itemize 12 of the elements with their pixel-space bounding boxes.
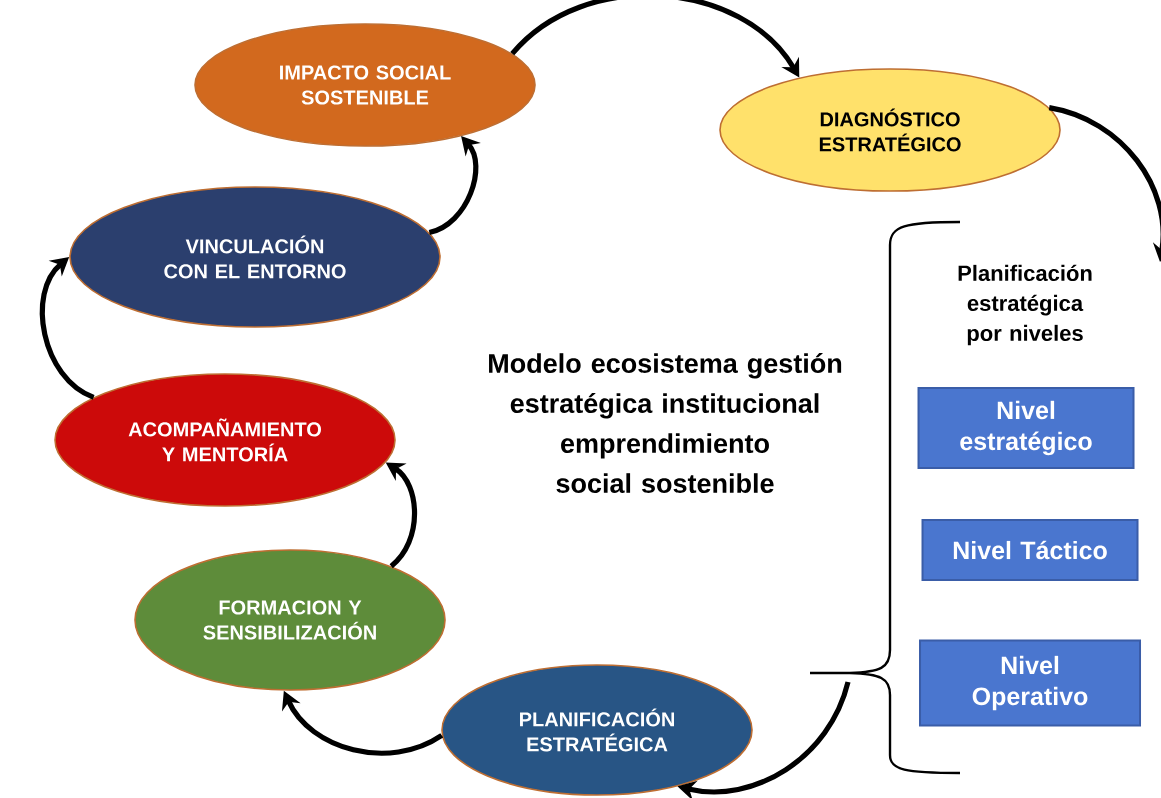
title: Modelo ecosistema gestión estratégica institucional emprendimiento social sostenible xyxy=(489,353,842,494)
level-box: Nivel Táctico xyxy=(921,519,1139,581)
ellipse-node: FORMACION Y SENSIBILIZACIÓN xyxy=(134,549,446,691)
ellipse-node: DIAGNÓSTICO ESTRATÉGICO xyxy=(719,68,1061,192)
heading-text: Planificación estratégica por niveles xyxy=(958,264,1092,346)
level-box: Nivel Operativo xyxy=(919,639,1141,727)
ellipse-node: PLANIFICACIÓN ESTRATÉGICA xyxy=(441,664,753,796)
level-box: Nivel estratégico xyxy=(917,387,1135,469)
ellipse-node: VINCULACIÓN CON EL ENTORNO xyxy=(69,186,441,328)
ellipse-node: IMPACTO SOCIAL SOSTENIBLE xyxy=(194,23,536,147)
curved-arrow xyxy=(39,257,95,400)
ellipse-node: ACOMPAÑAMIENTO Y MENTORÍA xyxy=(54,373,396,507)
